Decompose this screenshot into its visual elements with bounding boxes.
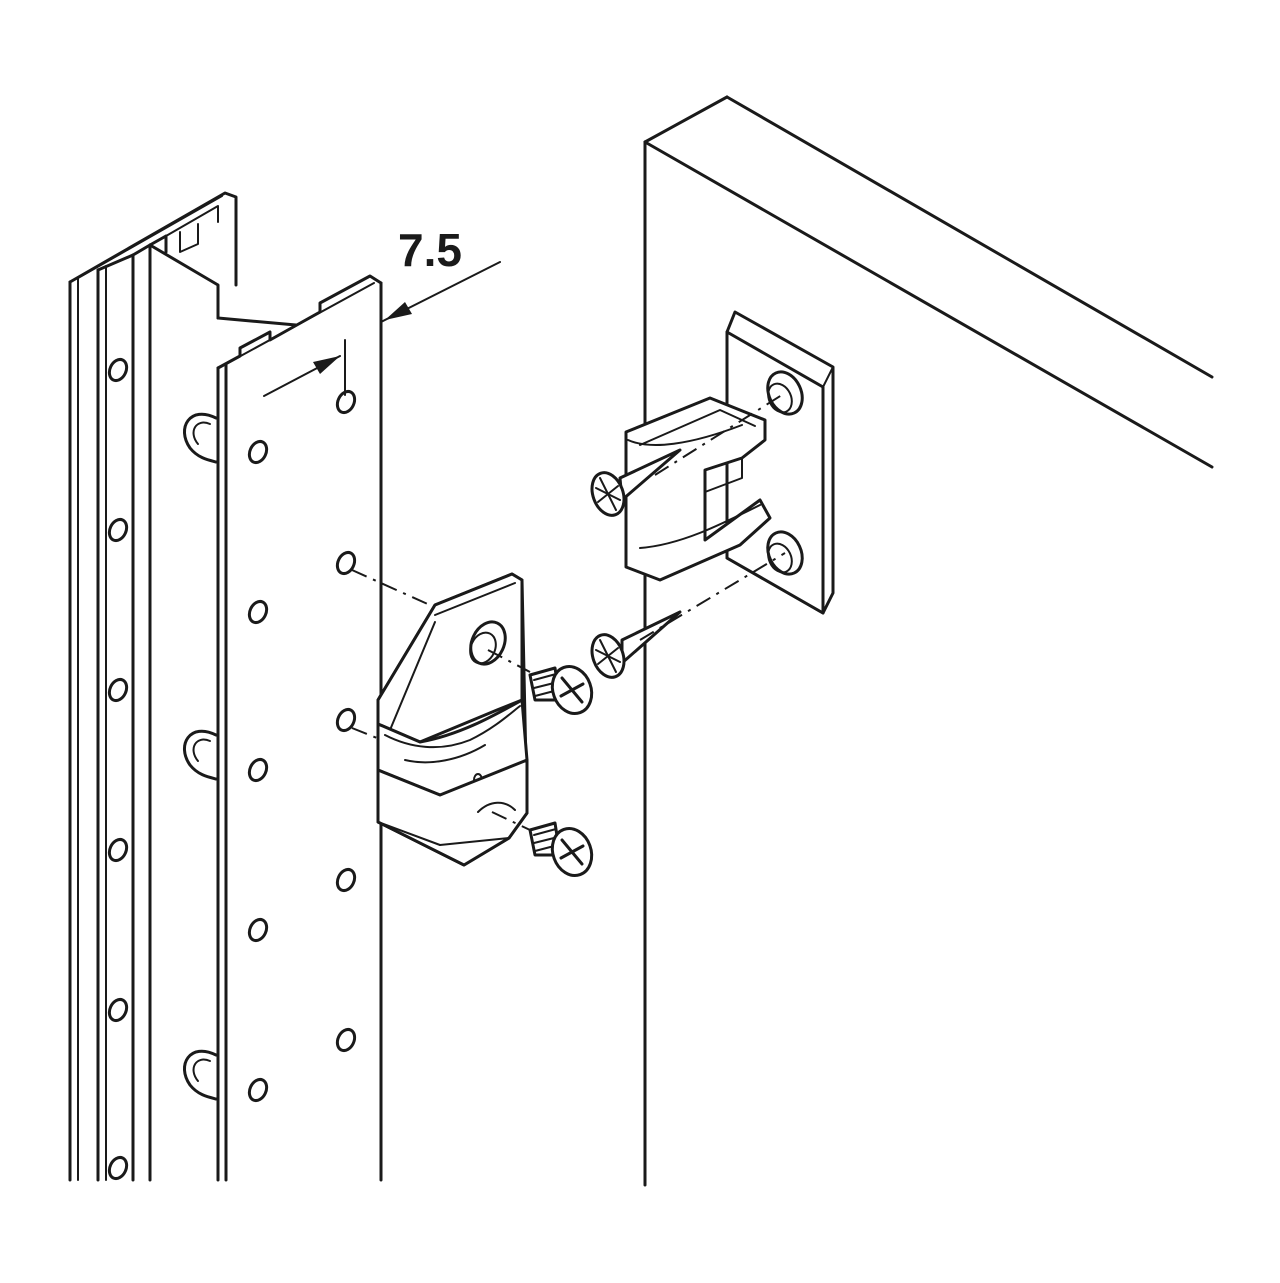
assembly-lines bbox=[351, 392, 786, 831]
flange-holes bbox=[107, 357, 129, 1181]
dimension-label: 7.5 bbox=[398, 224, 462, 276]
profile-rail bbox=[68, 191, 383, 1182]
cabinet-bracket bbox=[624, 310, 835, 615]
rail-bracket bbox=[376, 572, 529, 867]
rail-hooks bbox=[183, 412, 218, 1101]
screw-2 bbox=[528, 821, 594, 877]
strip-holes bbox=[247, 389, 357, 1103]
cabinet-panel bbox=[643, 95, 1214, 1187]
screw-1 bbox=[528, 665, 594, 715]
screw-4 bbox=[590, 610, 682, 679]
dimension-7-5: 7.5 bbox=[263, 224, 501, 397]
screw-3 bbox=[590, 448, 682, 517]
